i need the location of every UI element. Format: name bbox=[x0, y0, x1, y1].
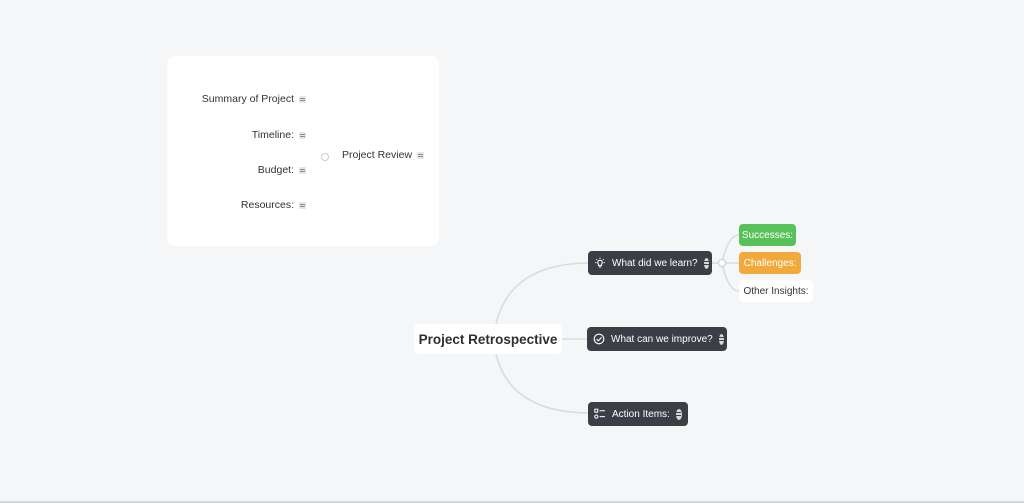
bottom-border bbox=[0, 501, 1024, 503]
branch-what-can-we-improve[interactable]: What can we improve? bbox=[587, 327, 727, 351]
branch-action-items[interactable]: Action Items: bbox=[588, 402, 688, 426]
subtopic-label: Other Insights: bbox=[743, 285, 809, 297]
subtopic-other-insights[interactable]: Other Insights: bbox=[739, 280, 813, 302]
review-root-topic[interactable]: Project Review bbox=[342, 149, 425, 161]
note-icon[interactable] bbox=[299, 201, 306, 209]
subtopic-label: Successes: bbox=[741, 229, 794, 241]
note-icon[interactable] bbox=[299, 166, 306, 174]
connector-hub[interactable] bbox=[321, 153, 329, 161]
review-item-label: Budget: bbox=[257, 164, 294, 176]
subtopic-successes[interactable]: Successes: bbox=[739, 224, 796, 246]
checklist-icon bbox=[594, 408, 606, 420]
branch-what-did-we-learn[interactable]: What did we learn? bbox=[588, 251, 712, 275]
review-item-summary[interactable]: Summary of Project bbox=[202, 93, 306, 105]
lightbulb-icon bbox=[594, 257, 606, 269]
review-item-budget[interactable]: Budget: bbox=[258, 164, 306, 176]
note-icon[interactable] bbox=[417, 151, 425, 159]
project-review-card[interactable]: Summary of Project Timeline: Budget: Res… bbox=[167, 56, 439, 246]
review-root-label: Project Review bbox=[342, 149, 413, 161]
note-icon[interactable] bbox=[299, 131, 306, 139]
review-item-label: Timeline: bbox=[251, 129, 294, 141]
collapse-toggle-icon[interactable] bbox=[675, 408, 682, 420]
note-icon[interactable] bbox=[299, 95, 306, 103]
review-item-resources[interactable]: Resources: bbox=[241, 199, 306, 211]
central-topic-label: Project Retrospective bbox=[418, 331, 558, 347]
branch-label: What did we learn? bbox=[612, 257, 698, 269]
review-item-label: Resources: bbox=[240, 199, 294, 211]
connector-hub[interactable] bbox=[718, 259, 726, 267]
collapse-toggle-icon[interactable] bbox=[703, 257, 709, 269]
subtopic-challenges[interactable]: Challenges: bbox=[739, 252, 801, 274]
central-topic[interactable]: Project Retrospective bbox=[414, 324, 562, 354]
review-item-timeline[interactable]: Timeline: bbox=[252, 129, 306, 141]
checkmark-circle-icon bbox=[593, 333, 605, 345]
branch-label: Action Items: bbox=[612, 408, 670, 420]
subtopic-label: Challenges: bbox=[743, 257, 797, 269]
review-item-label: Summary of Project bbox=[201, 93, 294, 105]
collapse-toggle-icon[interactable] bbox=[718, 333, 724, 345]
branch-label: What can we improve? bbox=[611, 333, 713, 345]
